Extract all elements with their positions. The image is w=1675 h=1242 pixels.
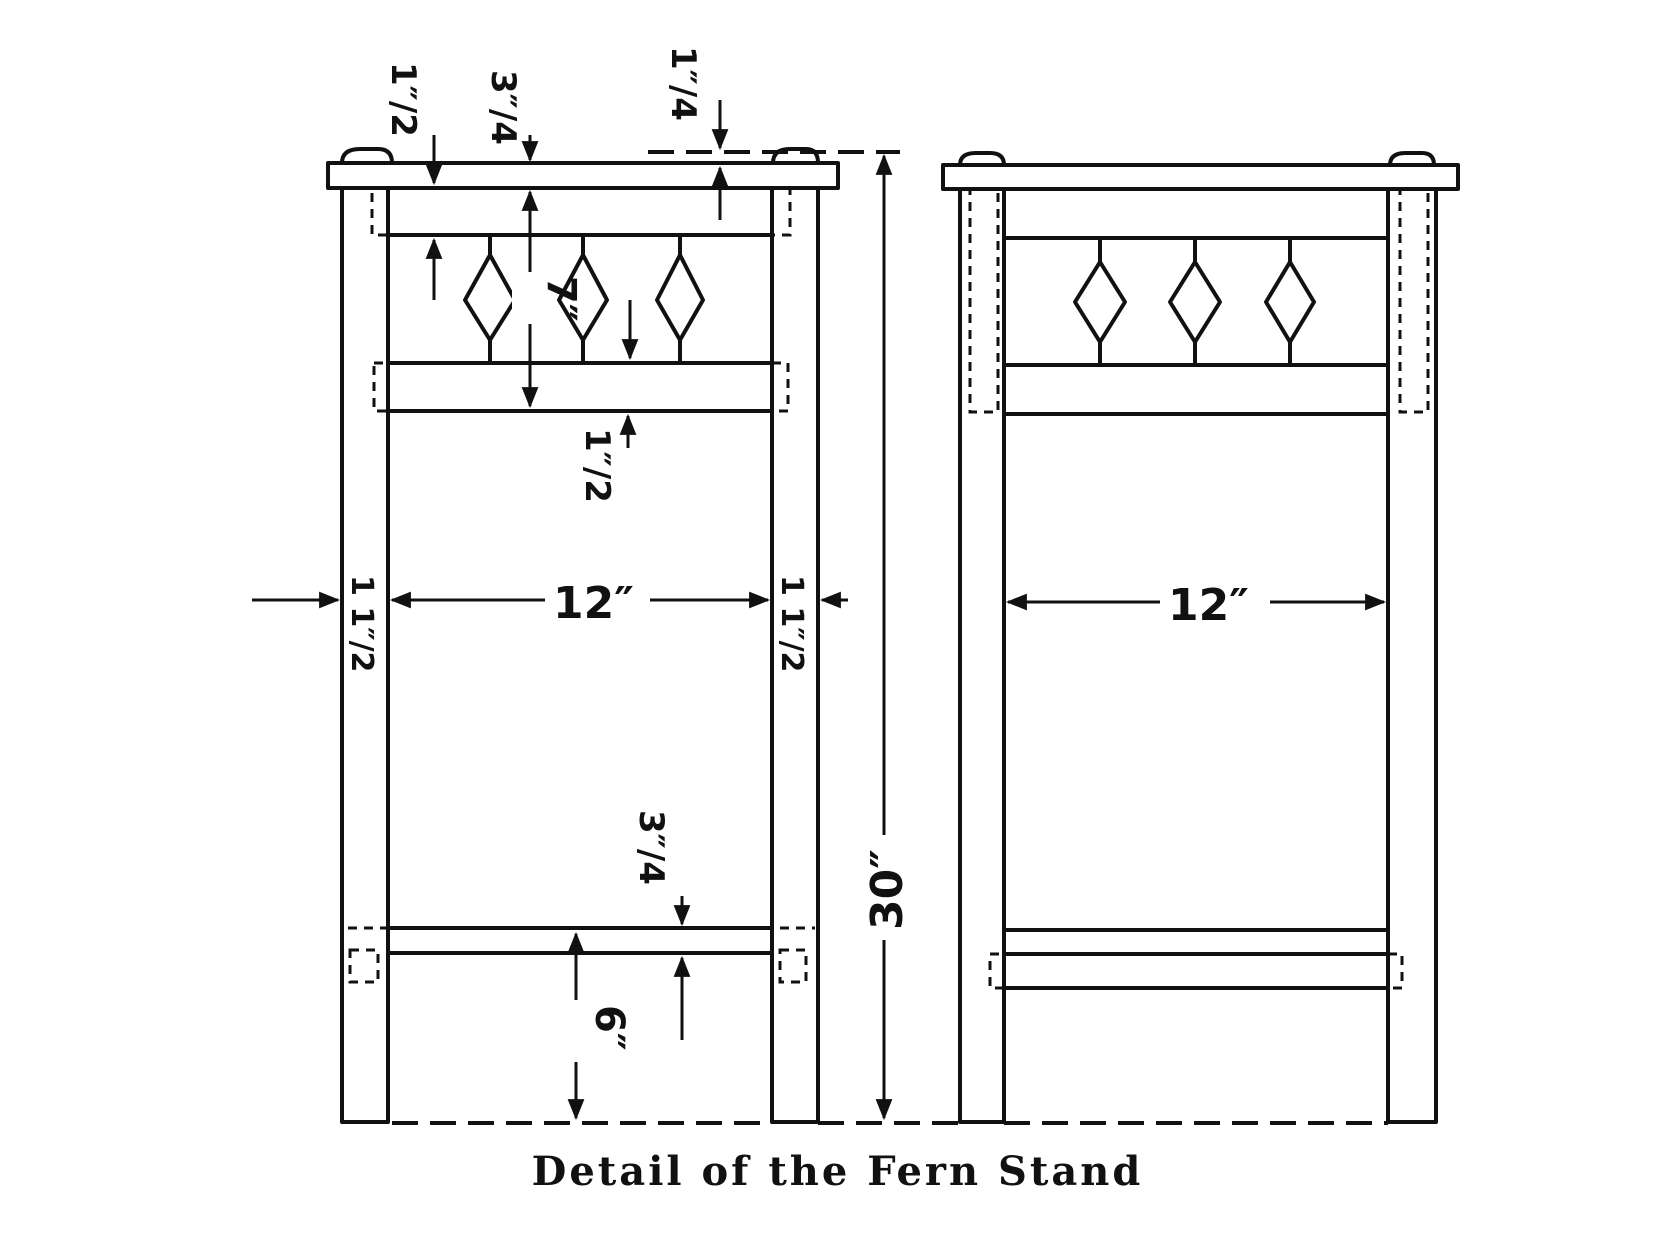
side-shelf — [1002, 952, 1390, 990]
side-right-leg-cap — [1388, 151, 1436, 167]
leg-width-right-label: 1 1″/2 — [774, 575, 809, 672]
front-shelf-mortise — [348, 948, 380, 984]
front-top-board — [326, 161, 840, 190]
shelf-thickness-label: 3″/4 — [631, 810, 671, 885]
front-shelf-mortise — [778, 948, 808, 984]
front-left-leg — [340, 186, 390, 1124]
side-top-board — [941, 163, 1460, 191]
panel-height-label: 7″ — [538, 276, 584, 322]
side-width-label: 12″ — [1168, 580, 1249, 631]
front-left-leg-cap — [340, 147, 394, 165]
side-shelf-mortise — [1386, 952, 1404, 990]
front-diamond-spindles — [463, 233, 705, 365]
side-lower-rail — [1002, 363, 1390, 416]
top-rail-offset-label: 1″/2 — [383, 62, 423, 137]
side-view — [941, 151, 1460, 1125]
total-height-label: 30″ — [862, 849, 913, 930]
side-left-leg-cap — [958, 151, 1006, 167]
front-mortise — [770, 361, 790, 413]
front-mortise — [372, 361, 390, 413]
top-overhang-label: 1″/4 — [663, 46, 703, 121]
front-lower-rail — [386, 361, 774, 413]
front-right-leg-cap — [771, 147, 820, 165]
side-shelf-mortise — [988, 952, 1006, 990]
side-diamond-spindles — [1073, 236, 1316, 367]
top-thickness-label: 3″/4 — [483, 70, 523, 145]
front-mortise — [370, 186, 390, 237]
front-width-label: 12″ — [553, 578, 634, 629]
side-right-leg — [1386, 187, 1438, 1124]
leg-width-left-label: 1 1″/2 — [344, 575, 379, 672]
side-tenon-right — [1398, 187, 1430, 414]
side-left-leg — [958, 187, 1006, 1124]
front-mortise — [770, 186, 792, 237]
side-tenon-left — [968, 187, 1000, 414]
shelf-height-label: 6″ — [586, 1005, 632, 1051]
figure-caption: Detail of the Fern Stand — [531, 1148, 1144, 1195]
rail-gap-label: 1″/2 — [577, 428, 617, 503]
front-right-leg — [770, 186, 820, 1124]
